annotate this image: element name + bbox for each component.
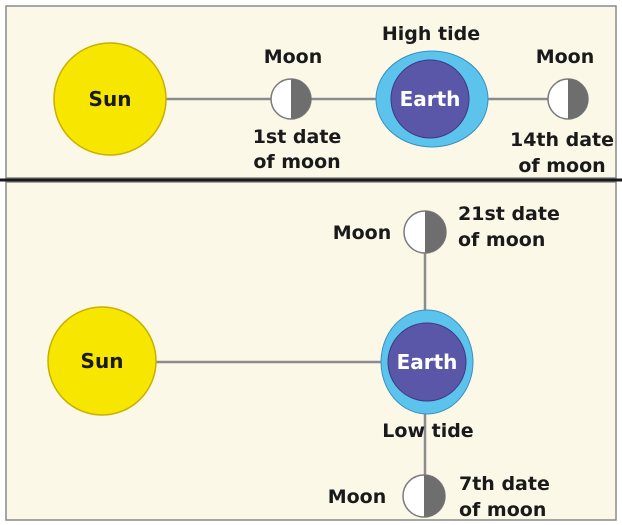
bottom-moon-bottom-caption-1: 7th date — [459, 473, 550, 495]
top-moon-right-label: Moon — [536, 46, 595, 68]
low-tide-label: Low tide — [382, 420, 473, 442]
top-earth — [390, 59, 470, 139]
top-earth-label: Earth — [400, 87, 461, 111]
bottom-moon-bottom — [402, 474, 446, 518]
top-sun — [53, 42, 167, 156]
top-moon-left-label: Moon — [264, 46, 323, 68]
top-moon-right-caption-1: 14th date — [510, 129, 614, 151]
bottom-earth-label: Earth — [397, 350, 458, 374]
bottom-moon-top-caption-1: 21st date — [458, 203, 560, 225]
top-moon-right — [547, 78, 589, 120]
bottom-moon-bottom-caption-2: of moon — [459, 499, 546, 521]
high-tide-label: High tide — [382, 23, 480, 45]
bottom-sun-label: Sun — [81, 349, 124, 373]
top-moon-left-caption-2: of moon — [253, 151, 340, 173]
bottom-moon-top-caption-2: of moon — [458, 229, 545, 251]
bottom-earth — [387, 322, 467, 402]
bottom-moon-top-label: Moon — [333, 222, 392, 244]
top-sun-label: Sun — [89, 87, 132, 111]
bottom-sun — [47, 306, 157, 416]
top-moon-left-caption-1: 1st date — [253, 126, 342, 148]
top-moon-right-caption-2: of moon — [518, 155, 605, 177]
bottom-moon-top — [403, 210, 447, 254]
bottom-moon-bottom-label: Moon — [328, 486, 387, 508]
top-moon-left — [270, 78, 312, 120]
